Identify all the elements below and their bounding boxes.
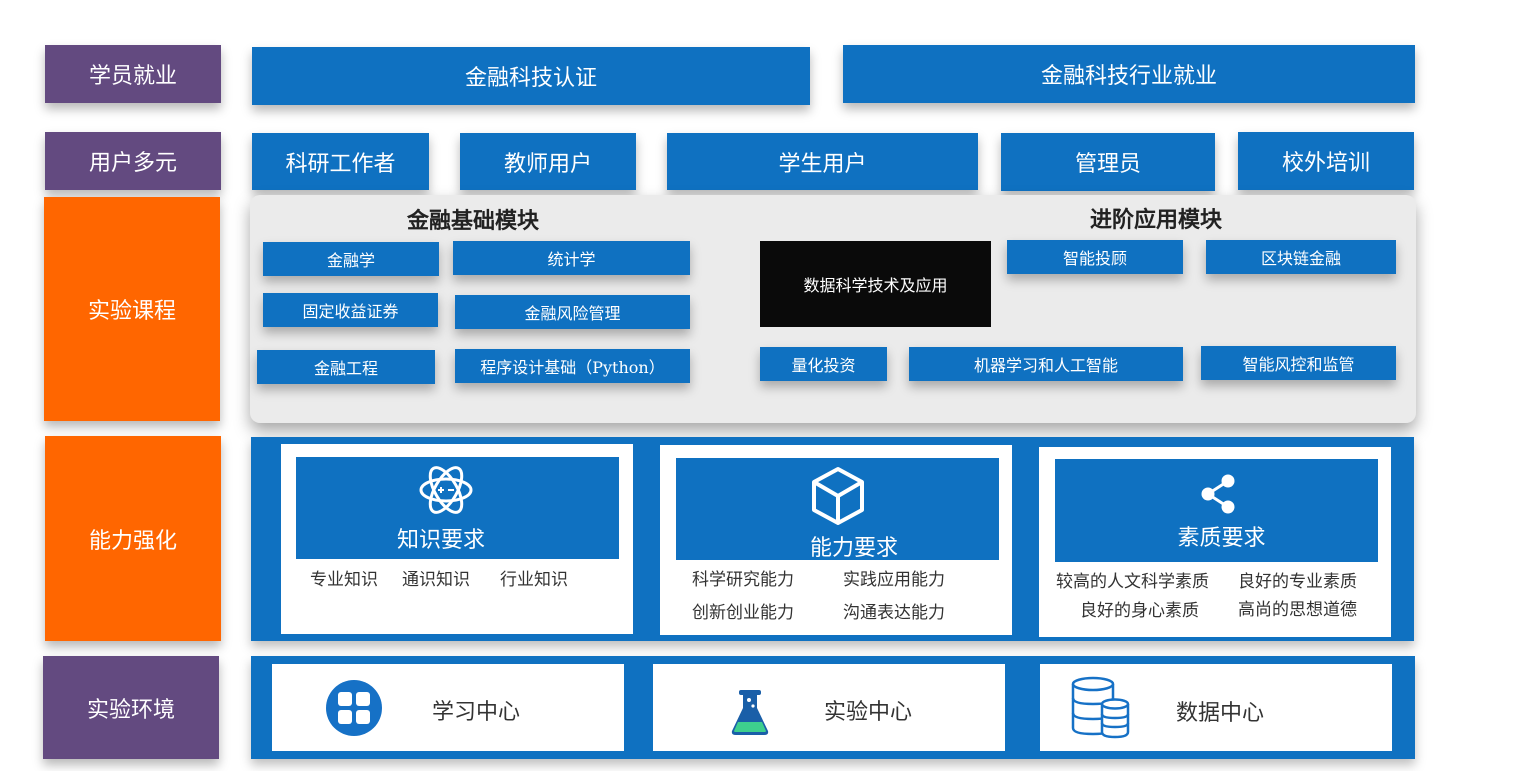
user-student: 学生用户: [667, 133, 978, 190]
database-icon: [1070, 676, 1130, 740]
course-statistics: 统计学: [453, 241, 690, 275]
quality-item-professional: 良好的专业素质: [1238, 572, 1357, 592]
course-robo-advisor: 智能投顾: [1007, 240, 1183, 274]
course-risk-control-regulation: 智能风控和监管: [1201, 346, 1396, 380]
quality-card-header: [1055, 459, 1378, 562]
capability-item-practice: 实践应用能力: [843, 570, 945, 590]
basic-module-title: 金融基础模块: [406, 208, 539, 234]
learning-center-label: 学习中心: [432, 700, 521, 725]
grid-apps-icon: [325, 678, 383, 738]
row-label-environment: 实验环境: [43, 656, 219, 759]
course-quant-investing: 量化投资: [760, 347, 887, 381]
data-center-label: 数据中心: [1176, 701, 1265, 726]
course-fixed-income: 固定收益证券: [263, 293, 438, 327]
user-teacher: 教师用户: [460, 133, 636, 190]
quality-item-morality: 高尚的思想道德: [1238, 600, 1357, 620]
course-risk-management: 金融风险管理: [455, 295, 690, 329]
course-ml-ai: 机器学习和人工智能: [909, 347, 1183, 381]
employment-industry: 金融科技行业就业: [843, 45, 1415, 103]
capability-item-research: 科学研究能力: [692, 570, 794, 590]
course-finance: 金融学: [263, 242, 439, 276]
course-financial-engineering: 金融工程: [257, 350, 435, 384]
employment-cert: 金融科技认证: [252, 47, 810, 105]
knowledge-title: 知识要求: [396, 528, 485, 553]
row-label-users: 用户多元: [45, 132, 221, 190]
course-blockchain-finance: 区块链金融: [1206, 240, 1396, 274]
lab-center-label: 实验中心: [824, 700, 913, 725]
user-admin: 管理员: [1001, 133, 1215, 191]
advanced-module-title: 进阶应用模块: [1089, 207, 1222, 233]
row-label-courses: 实验课程: [44, 197, 220, 421]
row-label-employment: 学员就业: [45, 45, 221, 103]
lab-center-card: [653, 664, 1005, 751]
atom-icon: [418, 459, 474, 521]
knowledge-item-industry: 行业知识: [500, 570, 568, 590]
share-nodes-icon: [1200, 474, 1238, 514]
capability-title: 能力要求: [809, 536, 898, 561]
knowledge-card-header: [296, 457, 619, 559]
flask-icon: [728, 686, 772, 738]
cube-icon: [810, 465, 866, 527]
user-researcher: 科研工作者: [252, 133, 429, 190]
knowledge-item-professional: 专业知识: [310, 570, 378, 590]
course-programming-python: 程序设计基础（Python）: [455, 349, 690, 383]
course-data-science: 数据科学技术及应用: [760, 241, 991, 327]
quality-title: 素质要求: [1177, 526, 1266, 551]
capability-item-innovation: 创新创业能力: [692, 603, 794, 623]
row-label-ability: 能力强化: [45, 436, 221, 641]
user-external-training: 校外培训: [1238, 132, 1414, 190]
quality-item-health: 良好的身心素质: [1080, 601, 1199, 621]
knowledge-item-general: 通识知识: [402, 570, 470, 590]
quality-item-humanities: 较高的人文科学素质: [1056, 572, 1209, 592]
capability-item-communication: 沟通表达能力: [843, 603, 945, 623]
